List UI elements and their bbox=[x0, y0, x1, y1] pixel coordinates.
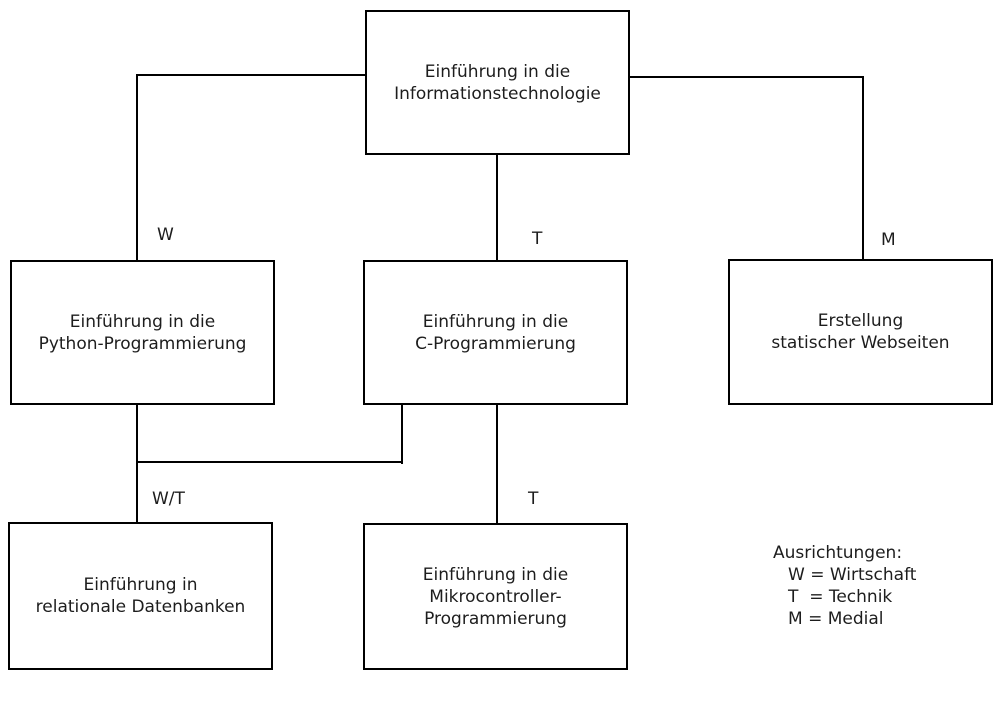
node-mikrocontroller-programmierung: Einführung in die Mikrocontroller- Progr… bbox=[363, 523, 628, 670]
edge-it-to-c-vertical bbox=[496, 153, 498, 262]
node-label: Einführung in die C-Programmierung bbox=[415, 311, 576, 354]
legend-title: Ausrichtungen: bbox=[773, 543, 903, 563]
edge-label-m: M bbox=[881, 230, 896, 250]
node-c-programmierung: Einführung in die C-Programmierung bbox=[363, 260, 628, 405]
edge-it-to-web-vertical bbox=[862, 76, 864, 261]
edge-c-to-db-step-vertical bbox=[401, 403, 403, 464]
node-python-programmierung: Einführung in die Python-Programmierung bbox=[10, 260, 275, 405]
edge-label-t-top: T bbox=[532, 229, 543, 249]
edge-label-t-bottom: T bbox=[528, 489, 539, 509]
legend-entry-m: M = Medial bbox=[788, 609, 884, 629]
edge-c-to-micro-vertical bbox=[496, 403, 498, 525]
node-informationstechnologie: Einführung in die Informationstechnologi… bbox=[365, 10, 630, 155]
legend-entry-w: W = Wirtschaft bbox=[788, 565, 917, 585]
legend-entry-t: T = Technik bbox=[788, 587, 893, 607]
node-label: Einführung in relationale Datenbanken bbox=[35, 575, 246, 617]
legend: Ausrichtungen: W = Wirtschaft T = Techni… bbox=[773, 542, 916, 630]
edge-label-wt: W/T bbox=[152, 489, 185, 509]
node-label: Erstellung statischer Webseiten bbox=[771, 311, 950, 353]
edge-it-to-python-horizontal bbox=[136, 74, 366, 76]
node-statische-webseiten: Erstellung statischer Webseiten bbox=[728, 259, 993, 405]
edge-label-w: W bbox=[157, 225, 174, 245]
edge-it-to-web-horizontal bbox=[628, 76, 864, 78]
node-relationale-datenbanken: Einführung in relationale Datenbanken bbox=[8, 522, 273, 670]
node-label: Einführung in die Mikrocontroller- Progr… bbox=[422, 564, 569, 629]
node-label: Einführung in die Python-Programmierung bbox=[38, 311, 247, 354]
edge-it-to-python-vertical bbox=[136, 74, 138, 262]
edge-python-to-db-vertical bbox=[136, 403, 138, 524]
node-label: Einführung in die Informationstechnologi… bbox=[394, 61, 601, 104]
edge-c-to-db-step-horizontal bbox=[136, 461, 403, 463]
